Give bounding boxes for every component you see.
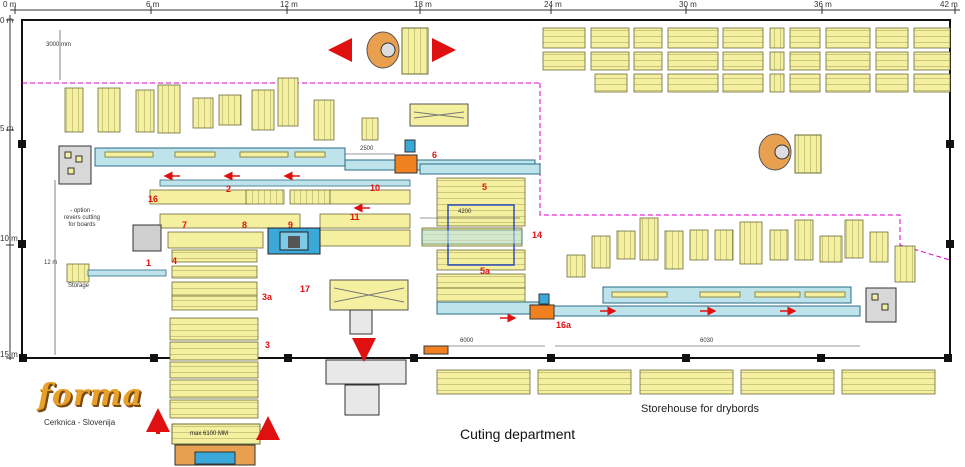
lumber-stacks-left-top [64, 77, 379, 141]
ruler-top-24: 24 m [544, 0, 562, 9]
storage-label: Storage [68, 283, 90, 289]
top-shelf [409, 103, 469, 127]
station-6: 6 [432, 150, 438, 160]
storehouse-label: Storehouse for drybords [641, 403, 760, 415]
ruler-top-18: 18 m [414, 0, 432, 9]
ruler-top-0: 0 m [3, 0, 17, 9]
ruler-left-15: 15 m [0, 350, 18, 359]
station-5: 5 [482, 182, 488, 192]
ruler-left-10: 10 m [0, 234, 18, 243]
cross-conveyor [421, 229, 523, 245]
wall-pillars [18, 140, 954, 362]
dimension-lines [54, 30, 860, 355]
dim-3000: 3000 mm [46, 42, 72, 48]
ruler-top-6: 6 m [146, 0, 160, 9]
forklift-top [328, 27, 456, 75]
station-8: 8 [242, 220, 248, 230]
station-5a: 5a [480, 266, 491, 276]
forklift-bottom [146, 408, 280, 466]
building-walls [21, 19, 951, 359]
top-ruler [10, 6, 960, 14]
station-2: 2 [226, 184, 232, 194]
dim-6030: 6030 [700, 338, 714, 344]
station-9: 9 [288, 220, 294, 230]
dim-4200: 4200 [458, 209, 472, 215]
station-11: 11 [350, 212, 360, 222]
reverse-cutting-option [132, 224, 162, 252]
machine-16a [529, 293, 555, 320]
machine-9 [267, 227, 321, 255]
storehouse-stacks [436, 369, 936, 395]
station-7: 7 [182, 220, 188, 230]
lumber-stacks-right-lower [566, 217, 916, 283]
forklift-right [758, 133, 822, 174]
station-3a: 3a [262, 292, 273, 302]
station-16: 16 [148, 194, 159, 204]
ruler-left-5: 5 m [0, 124, 14, 133]
storage-box-right [865, 287, 897, 323]
station-16a: 16a [556, 320, 572, 330]
ruler-top-12: 12 m [280, 0, 298, 9]
station-1: 1 [146, 258, 152, 268]
dim-2500: 2500 [360, 146, 374, 152]
ruler-top-42: 42 m [940, 0, 958, 9]
flow-arrows [163, 171, 797, 323]
storage-box-left [58, 145, 92, 185]
max-length-label: max 6100 MM [190, 431, 229, 437]
station-3: 3 [265, 340, 271, 350]
machine-17-area [325, 279, 449, 416]
storage-area-left [66, 263, 167, 283]
left-ruler [6, 15, 14, 360]
central-stacks [169, 249, 259, 419]
page-title: Cuting department [460, 426, 576, 442]
station-10: 10 [370, 183, 381, 193]
dim-6000: 6000 [460, 338, 474, 344]
station-4: 4 [172, 256, 178, 266]
lumber-storage-top-right [542, 27, 951, 93]
top-conveyor-line [94, 147, 541, 175]
sorting-conveyors [149, 179, 411, 249]
company-subtitle: Cerknica - Slovenija [44, 418, 116, 427]
ruler-top-30: 30 m [679, 0, 697, 9]
station-17: 17 [300, 284, 311, 294]
station-14: 14 [532, 230, 543, 240]
machine-6 [394, 139, 418, 174]
option-label: - option - revers cutting for boards [64, 208, 101, 228]
ruler-top-36: 36 m [814, 0, 832, 9]
ruler-left-0: 0 m [0, 16, 14, 25]
dim-12m: 12 m [44, 260, 58, 266]
company-logo: forma [38, 378, 143, 413]
